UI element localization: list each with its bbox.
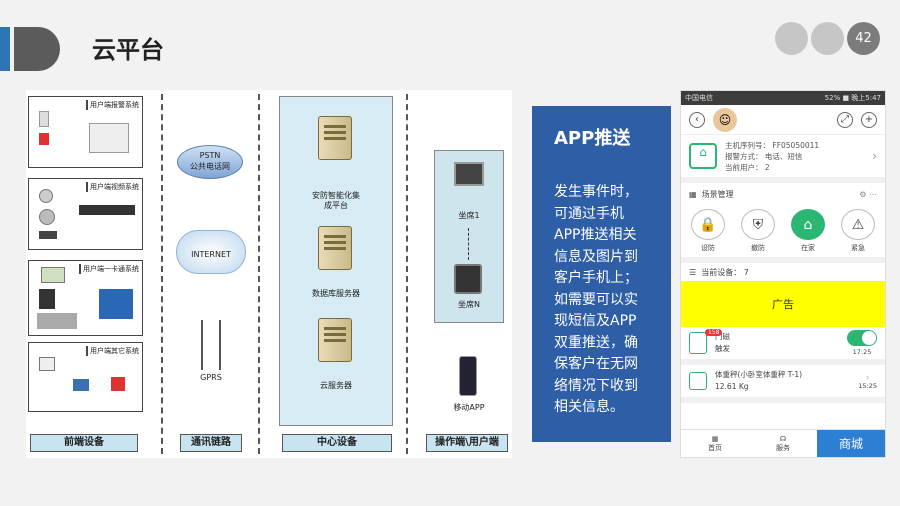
lock-icon: 🔒: [691, 209, 725, 240]
divider: [258, 94, 260, 454]
scene-arm[interactable]: 🔒设防: [691, 209, 725, 253]
scene-disarm[interactable]: ⛨撤防: [741, 209, 775, 253]
internet-label: INTERNET: [191, 250, 231, 259]
current-devices: ☰ 当前设备： 7: [689, 267, 749, 277]
pstn-icon: [177, 145, 243, 179]
security-platform-label: 安防智能化集: [312, 191, 360, 200]
notification-badge: 158: [705, 329, 723, 336]
computer-icon: [454, 162, 484, 186]
page-title: 云平台: [92, 36, 164, 64]
security-platform-sublabel: 成平台: [324, 201, 348, 210]
column-label-center: 中心设备: [282, 434, 392, 452]
mobile-app-label: 移动APP: [453, 403, 485, 412]
scene-emergency[interactable]: ⚠紧急: [841, 209, 875, 253]
more-icon[interactable]: ⋯: [869, 189, 877, 199]
subsystem-other: 用户端其它系统: [28, 342, 143, 412]
chevron-right-icon: ›: [872, 149, 877, 163]
subsystem-alarm: 用户端报警系统: [28, 96, 143, 168]
avatar[interactable]: ☺: [713, 107, 737, 132]
nav-service[interactable]: ☊服务: [776, 434, 790, 452]
status-bar: 中国电信 52% ■ 晚上5:47: [681, 91, 885, 105]
add-icon[interactable]: +: [861, 111, 877, 128]
column-label-frontend: 前端设备: [30, 434, 138, 452]
scale-icon: [689, 372, 707, 390]
architecture-diagram: 用户端报警系统 用户端视频系统 用户端一卡通系统 用户端其它系统 P: [26, 90, 512, 458]
subsystem-video: 用户端视频系统: [28, 178, 143, 250]
app-push-body: 发生事件时，可通过手机 APP推送相关信息及图片到 客户手机上；如需要可以实 现…: [554, 184, 638, 415]
host-info-row[interactable]: ⌂ 主机序列号： FF05050011 报警方式： 电话、短信 当前用户： 2 …: [681, 135, 885, 183]
grid-icon: ▦: [689, 189, 697, 199]
cloud-icon: [176, 230, 246, 274]
phone-icon: [459, 356, 477, 396]
chevron-right-icon: ›: [866, 372, 870, 382]
door-sensor-icon: [689, 332, 707, 354]
scene-header: ▦ 场景管理 ⚙ ⋯: [689, 189, 877, 199]
router-icon: ⌂: [689, 143, 717, 169]
divider: [406, 94, 408, 454]
scene-buttons: 🔒设防 ⛨撤防 ⌂在家 ⚠紧急: [681, 205, 885, 263]
seat1-label: 坐席1: [458, 211, 480, 220]
cloud-server-label: 云服务器: [320, 381, 352, 390]
server-icon: [318, 116, 352, 160]
seatN-label: 坐席N: [458, 300, 480, 309]
gprs-label: GPRS: [200, 373, 222, 382]
home-icon: ⌂: [791, 209, 825, 240]
scene-home[interactable]: ⌂在家: [791, 209, 825, 253]
antenna-icon: [201, 320, 221, 370]
headset-icon: ☊: [779, 434, 787, 443]
shield-icon: ⛨: [741, 209, 775, 240]
settings-icon[interactable]: ⚙: [859, 189, 867, 199]
page-number: 42: [847, 22, 880, 55]
back-icon[interactable]: ‹: [689, 111, 705, 128]
nav-home[interactable]: ▦首页: [708, 434, 722, 452]
database-label: 数据库服务器: [312, 289, 360, 298]
cloud-server-icon: [318, 318, 352, 362]
page-indicator: 42: [775, 22, 880, 55]
title-decoration: [0, 27, 60, 71]
app-top-bar: ‹ ☺ ⤢ +: [681, 105, 885, 135]
column-label-link: 通讯链路: [180, 434, 242, 452]
connector: [468, 228, 469, 260]
pstn-label: PSTN: [199, 151, 221, 160]
grid-icon: ▦: [711, 434, 719, 443]
device-item-scale[interactable]: 体重秤(小卧室体重秤 T-1) 12.61 Kg › 15:25: [681, 365, 885, 403]
app-push-panel: APP推送 发生事件时，可通过手机 APP推送相关信息及图片到 客户手机上；如需…: [532, 106, 671, 442]
phone-screenshot: 中国电信 52% ■ 晚上5:47 ‹ ☺ ⤢ + ⌂ 主机序列号： FF050…: [680, 90, 886, 458]
nav-mall[interactable]: 商城: [817, 430, 885, 457]
pstn-sublabel: 公共电话网: [190, 162, 230, 171]
door-toggle[interactable]: [847, 330, 877, 346]
ad-banner[interactable]: 广告: [681, 281, 885, 327]
divider: [161, 94, 163, 454]
bottom-nav: ▦首页 ☊服务 商城: [681, 429, 885, 457]
tablet-icon: [454, 264, 482, 294]
expand-icon[interactable]: ⤢: [837, 111, 853, 128]
app-push-heading: APP推送: [554, 128, 631, 149]
subsystem-card: 用户端一卡通系统: [28, 260, 143, 336]
alarm-icon: ⚠: [841, 209, 875, 240]
database-icon: [318, 226, 352, 270]
list-icon: ☰: [689, 267, 697, 277]
device-item-door[interactable]: 158 门磁 触发 17:25: [681, 327, 885, 365]
column-label-operator: 操作端\用户端: [426, 434, 508, 452]
